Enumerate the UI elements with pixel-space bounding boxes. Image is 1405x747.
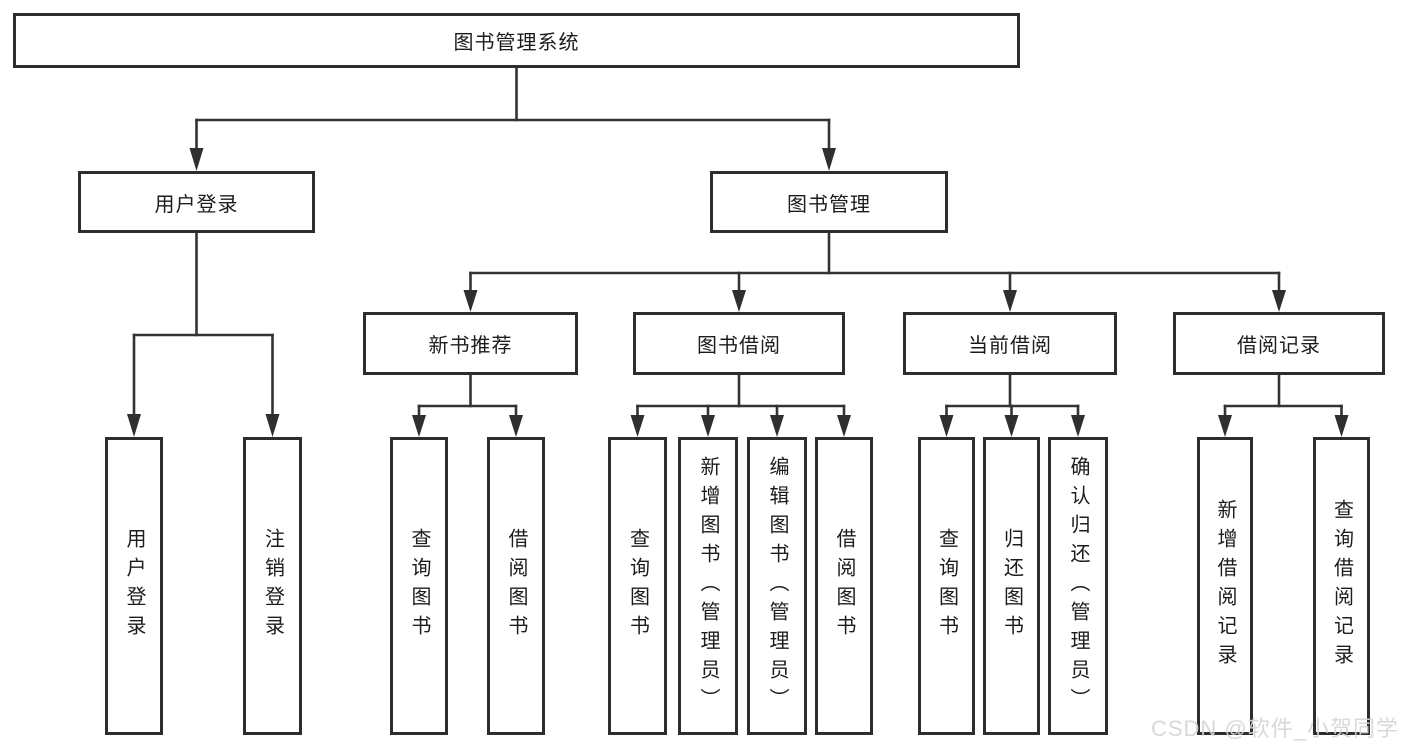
node-label: 新书推荐: [428, 335, 513, 357]
node-label: 编辑图书（管理员）: [766, 455, 788, 717]
node-label: 图书管理系统: [453, 32, 580, 54]
connector-new-book-recommend-to-leaves: [412, 375, 523, 437]
connector-borrow-records-to-leaves: [1218, 375, 1349, 437]
connector-book-management-to-level3: [463, 233, 1286, 312]
node-label: 查询借阅记录: [1330, 499, 1353, 673]
node-label: 借阅图书: [505, 528, 527, 644]
leaf-logout: 注销登录: [243, 437, 302, 735]
leaf-query-books-borrow: 查询图书: [608, 437, 667, 735]
node-label: 查询图书: [408, 528, 430, 644]
leaf-add-books-admin: 新增图书（管理员）: [678, 437, 738, 735]
leaf-user-login: 用户登录: [105, 437, 163, 735]
node-label: 借阅图书: [833, 528, 855, 644]
connector-book-borrow-to-leaves: [630, 375, 851, 437]
node-label: 确认归还（管理员）: [1067, 455, 1089, 717]
node-label: 当前借阅: [968, 335, 1052, 357]
node-borrow-records: 借阅记录: [1173, 312, 1385, 375]
leaf-query-borrow-record: 查询借阅记录: [1313, 437, 1370, 735]
node-label: 借阅记录: [1237, 335, 1321, 357]
node-label: 新增借阅记录: [1214, 499, 1236, 673]
leaf-add-borrow-record: 新增借阅记录: [1197, 437, 1253, 735]
node-book-management: 图书管理: [710, 171, 948, 233]
node-label: 图书管理: [787, 193, 871, 216]
node-label: 新增图书（管理员）: [697, 455, 719, 717]
connector-current-borrow-to-leaves: [939, 375, 1085, 437]
connector-root-to-level2: [189, 68, 836, 171]
leaf-borrow-books: 借阅图书: [815, 437, 873, 735]
node-label: 查询图书: [935, 528, 958, 644]
leaf-confirm-return-admin: 确认归还（管理员）: [1048, 437, 1108, 735]
node-label: 注销登录: [261, 528, 284, 644]
node-label: 查询图书: [626, 528, 649, 644]
node-user-login: 用户登录: [78, 171, 315, 233]
node-label: 图书借阅: [697, 335, 781, 357]
leaf-borrow-books-recommend: 借阅图书: [487, 437, 545, 735]
node-new-book-recommend: 新书推荐: [363, 312, 578, 375]
node-label: 用户登录: [154, 193, 239, 216]
node-current-borrow: 当前借阅: [903, 312, 1117, 375]
node-label: 归还图书: [1000, 528, 1023, 644]
leaf-edit-books-admin: 编辑图书（管理员）: [747, 437, 807, 735]
node-library-management-system: 图书管理系统: [13, 13, 1020, 68]
node-book-borrow: 图书借阅: [633, 312, 845, 375]
leaf-query-books-recommend: 查询图书: [390, 437, 448, 735]
leaf-query-books-current: 查询图书: [918, 437, 975, 735]
node-label: 用户登录: [123, 528, 145, 644]
leaf-return-books: 归还图书: [983, 437, 1040, 735]
connector-user-login-to-leaves: [127, 233, 280, 437]
csdn-watermark: CSDN @软件_小贺同学: [1150, 716, 1399, 741]
